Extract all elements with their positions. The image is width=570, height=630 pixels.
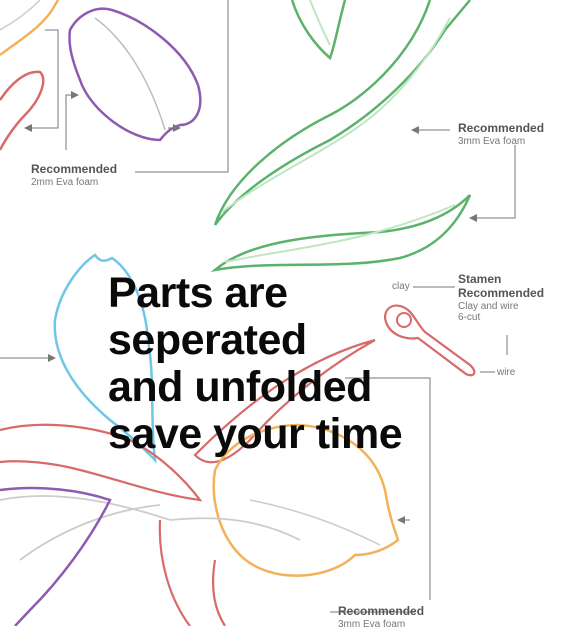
gray-guide-top-left (0, 0, 41, 31)
label-left-top-sub: 2mm Eva foam (31, 176, 99, 188)
gray-petal-bottom-center (169, 517, 301, 541)
stamen-clay-ball (396, 312, 412, 328)
headline-line-3: and unfolded (108, 363, 372, 411)
light-green-vein-top (309, 0, 331, 46)
label-stamen-title: Stamen (458, 272, 502, 286)
headline-line-2: seperated (108, 316, 307, 364)
label-left-top-title: Recommended (31, 162, 118, 176)
label-right-top: Recommended 3mm Eva foam (458, 121, 545, 147)
purple-petal-bottom-left (0, 486, 112, 626)
blue-petal (53, 253, 157, 464)
label-bottom-sub: 3mm Eva foam (338, 618, 406, 630)
wire-tag: wire (497, 367, 516, 378)
headline: Parts are seperated and unfolded save yo… (108, 269, 403, 458)
purple-leaf (68, 7, 202, 142)
orange-petal-top-left (0, 0, 60, 57)
bracket-center-vertical (345, 377, 431, 600)
gray-petal-bottom-left (0, 495, 171, 561)
bracket-left-top (24, 29, 59, 132)
green-leaf-top (290, 0, 347, 61)
label-right-top-sub: 3mm Eva foam (458, 135, 526, 147)
clay-tag: clay (392, 281, 410, 292)
label-stamen-sub2: 6-cut (458, 312, 481, 324)
green-leaf-lower (210, 194, 472, 273)
label-bottom: Recommended 3mm Eva foam (338, 604, 425, 630)
light-green-vein-long (221, 17, 451, 213)
red-petal-bottom-left (0, 423, 203, 502)
label-left-top: Recommended 2mm Eva foam (31, 162, 118, 188)
bracket-right-vertical (469, 145, 516, 222)
gray-vein-purple-leaf (94, 17, 166, 131)
label-stamen: Stamen Recommended Clay and wire 6-cut (458, 272, 545, 324)
headline-line-4: save your time (108, 410, 403, 458)
headline-line-1: Parts are (108, 269, 288, 317)
label-right-top-title: Recommended (458, 121, 545, 135)
label-stamen-sub1: Clay and wire (458, 300, 519, 312)
light-green-vein-lower (224, 204, 456, 263)
red-petal-center (193, 338, 376, 464)
red-petal-bottom (158, 519, 226, 626)
bracket-left-mid (65, 91, 79, 150)
label-stamen-recommended: Recommended (458, 285, 545, 300)
stamen-shape (383, 304, 476, 377)
red-leaf-left (0, 70, 45, 151)
label-bottom-title: Recommended (338, 604, 425, 618)
orange-petal-bottom (212, 423, 400, 577)
bracket-left-vertical (135, 0, 229, 173)
gray-vein-bottom-right (249, 499, 381, 546)
